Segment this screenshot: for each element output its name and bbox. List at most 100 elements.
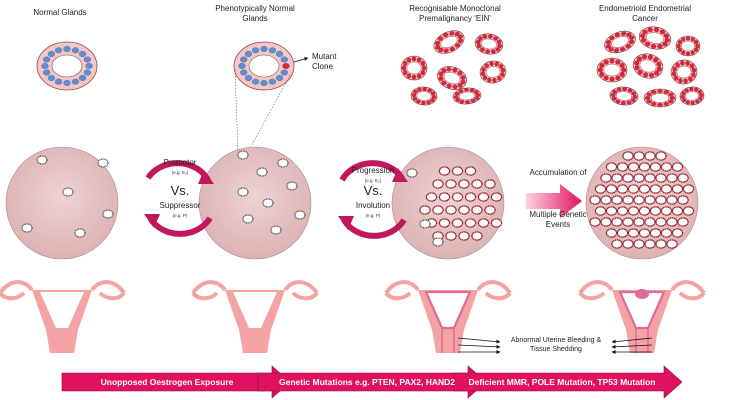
cycle1-top-sub: (e.g. E₂): [171, 170, 189, 175]
gland-cell: [268, 78, 276, 85]
tissue-gland: [477, 218, 490, 228]
bleeding-arrows-left: [457, 337, 501, 354]
gland-cell: [83, 69, 91, 76]
gland-cell: [55, 47, 63, 54]
tissue-gland: [682, 206, 695, 216]
tissue-gland: [242, 214, 254, 224]
accumulation-bottom-label: Multiple Genetic Events: [529, 210, 587, 229]
timeline-label-1: Unopposed Oestrogen Exposure: [100, 377, 234, 387]
tissue-gland: [277, 158, 289, 168]
bleeding-arrows-right: [611, 337, 653, 354]
tissue-gland: [677, 195, 689, 205]
gland-cell: [79, 75, 87, 81]
tissue-gland: [458, 205, 470, 215]
tissue-gland: [677, 217, 689, 227]
gland-cell: [252, 47, 260, 54]
tissue-gland: [237, 150, 249, 160]
tissue-gland: [445, 205, 457, 215]
gland-cell: [55, 78, 63, 85]
tissue-gland: [490, 192, 503, 202]
gland-cell: [282, 63, 290, 69]
red-gland: [596, 57, 628, 83]
tissue-gland: [464, 218, 477, 228]
gland-cell: [83, 56, 91, 63]
cycle1-bottom: Suppressor: [159, 201, 201, 210]
uterus-4: [578, 280, 706, 353]
gland-cell: [43, 56, 51, 63]
gland-cell: [41, 63, 49, 69]
stage-title-normal: Normal Glands: [33, 8, 87, 17]
red-gland: [410, 86, 438, 106]
cycle2-top: Progression: [351, 166, 395, 175]
red-gland: [433, 30, 465, 54]
gland-cell: [244, 51, 252, 57]
tissue-gland: [464, 192, 477, 202]
bleeding-label: Abnormal Uterine Bleeding & Tissue Shedd…: [510, 337, 602, 353]
gland-cell: [280, 56, 288, 63]
red-gland: [643, 88, 677, 108]
timeline-arrow-3: [453, 365, 683, 399]
tissue-gland: [438, 192, 451, 202]
gland-cell: [85, 63, 93, 69]
gland-cell: [63, 80, 71, 86]
tissue-gland: [445, 179, 457, 189]
tissue-gland: [256, 167, 268, 177]
tissue-gland: [102, 209, 114, 219]
tissue-gland: [21, 223, 33, 233]
tissue-gland: [671, 162, 684, 172]
stage-title-phenotypically-normal: Phenotypically Normal Glands: [215, 4, 295, 23]
gland-cell: [79, 51, 87, 57]
cycle2-bottom-sub: (e.g. P): [365, 213, 381, 218]
uterus-3: [384, 280, 512, 353]
red-gland: [479, 60, 507, 84]
gland-cell: [71, 78, 79, 85]
red-gland: [437, 66, 467, 90]
red-gland: [638, 26, 672, 50]
cycle1-bottom-sub: (e.g. P): [172, 213, 188, 218]
tissue-gland: [451, 166, 464, 176]
tissue-phenotypically-normal: [198, 146, 312, 260]
tissue-gland: [682, 184, 695, 194]
cycle2-bottom: Involution: [355, 201, 391, 210]
cancer-glands-illustration: [596, 26, 705, 108]
cycle1-vs: Vs.: [170, 183, 190, 198]
tissue-gland: [419, 205, 431, 215]
red-gland: [400, 55, 428, 81]
tissue-gland: [419, 219, 431, 229]
phenotypically-normal-gland-illustration: [233, 41, 295, 91]
cycle-arrows-2: [338, 160, 408, 239]
tissue-gland: [432, 237, 444, 247]
stage-title-cancer: Endometrioid Endometrial Cancer: [598, 4, 692, 23]
tissue-gland: [677, 173, 689, 183]
cycle2-vs: Vs.: [363, 183, 383, 198]
tissue-gland: [451, 218, 464, 228]
tissue-gland: [484, 205, 496, 215]
zoom-line-right: [247, 74, 291, 153]
tissue-gland: [438, 166, 451, 176]
gland-cell: [268, 47, 276, 54]
gland-cell: [280, 69, 288, 76]
tissue-gland: [286, 181, 298, 191]
cycle2-top-sub: (e.g. E₂): [364, 178, 382, 183]
gland-cell: [240, 69, 248, 76]
gland-cell: [240, 56, 248, 63]
tissue-gland: [464, 166, 477, 176]
tissue-gland: [262, 198, 274, 208]
tissue-normal: [5, 146, 119, 260]
tissue-gland: [237, 187, 249, 197]
stage-title-ein: Recognisable Monoclonal Premalignancy ‘E…: [409, 4, 501, 23]
gland-cell: [260, 80, 268, 86]
tissue-gland: [438, 218, 451, 228]
gland-cell: [252, 78, 260, 85]
tissue-gland: [294, 210, 306, 220]
tissue-gland: [471, 231, 483, 241]
uterus-2: [191, 280, 319, 353]
tissue-gland: [458, 231, 470, 241]
red-gland: [675, 35, 701, 57]
tissue-gland: [445, 231, 457, 241]
tissue-gland: [74, 228, 86, 238]
gland-cell: [63, 46, 71, 52]
mutant-clone-label: Mutant Clone: [312, 52, 337, 71]
tissue-gland: [666, 239, 678, 249]
